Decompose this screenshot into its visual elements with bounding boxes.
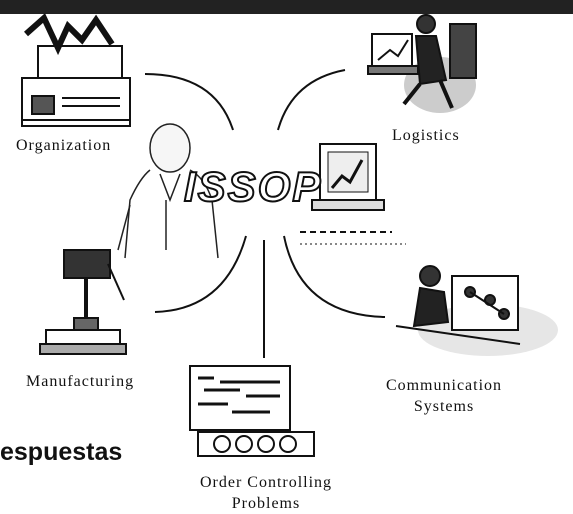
central-figure [117,123,219,259]
connector-logistics [277,69,346,131]
connector-organization [144,73,234,131]
logistics-illustration [367,14,477,113]
node-label-order-controlling: Order Controlling Problems [199,474,333,512]
connector-manufacturing [154,235,247,313]
organization-illustration [21,13,131,127]
top-bar [0,0,573,14]
manufacturing-illustration [39,249,127,355]
center-title: ISSOP [183,162,323,211]
communication-illustration [395,265,558,356]
central-monitor [300,143,406,245]
node-label-communication: Communication Systems [385,377,503,415]
order-controlling-illustration [189,365,315,457]
connector-lines [144,69,386,358]
node-label-organization: Organization [16,137,112,154]
node-label-logistics: Logistics [392,127,460,144]
connector-communication [283,235,386,318]
side-heading-fragment: espuestas [0,438,123,466]
node-label-manufacturing: Manufacturing [26,373,135,390]
